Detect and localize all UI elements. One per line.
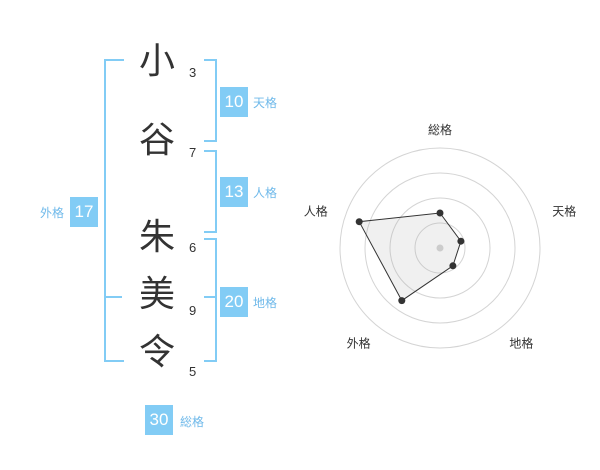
stroke-count-4: 9 [189,303,197,318]
soukaku-value: 30 [145,405,173,435]
stroke-count-5: 5 [189,364,197,379]
radar-point-5 [355,218,363,226]
given-char-2: 美 [138,274,175,315]
gaikaku-value: 17 [70,197,98,227]
stroke-count-1: 3 [189,65,197,80]
soukaku-label: 総格 [180,415,205,429]
radar-axis-label-1: 総格 [428,122,452,137]
radar-point-1 [436,209,444,217]
radar-point-4 [398,297,406,305]
jinkaku-value: 13 [220,177,248,207]
jinkaku-label: 人格 [253,186,278,200]
stroke-count-2: 7 [189,145,197,160]
chikaku-bracket-tick [204,296,215,298]
radar-ring-1 [414,222,466,274]
radar-ring-2 [389,197,491,299]
gaikaku-label: 外格 [40,206,65,220]
radar-axis-label-4: 外格 [347,336,371,351]
jinkaku-bracket [204,150,217,233]
chikaku-bracket [204,238,217,362]
surname-char-1: 小 [138,41,175,82]
stroke-count-3: 6 [189,240,197,255]
given-char-1: 朱 [138,217,175,258]
radar-center [436,244,444,252]
gaikaku-bracket-tick [104,296,122,298]
chikaku-value: 20 [220,287,248,317]
radar-ring-3 [364,172,516,324]
surname-char-2: 谷 [138,120,175,161]
gaikaku-bracket [104,59,124,362]
radar-axis-label-5: 人格 [304,204,328,219]
radar-axis-label-3: 地格 [509,336,533,351]
given-char-3: 令 [138,332,175,373]
radar-ring-4 [339,147,541,349]
tenkaku-value: 10 [220,87,248,117]
tenkaku-bracket [204,59,217,142]
radar-point-3 [449,262,457,270]
name-diagram: 小 谷 朱 美 令 3 7 6 9 5 10 天格 13 人格 20 地格 外格… [40,41,278,435]
radar-axis-label-2: 天格 [552,204,576,219]
radar-point-2 [457,237,465,245]
tenkaku-label: 天格 [253,96,278,110]
chikaku-label: 地格 [253,296,278,310]
radar-series-area [358,212,462,302]
